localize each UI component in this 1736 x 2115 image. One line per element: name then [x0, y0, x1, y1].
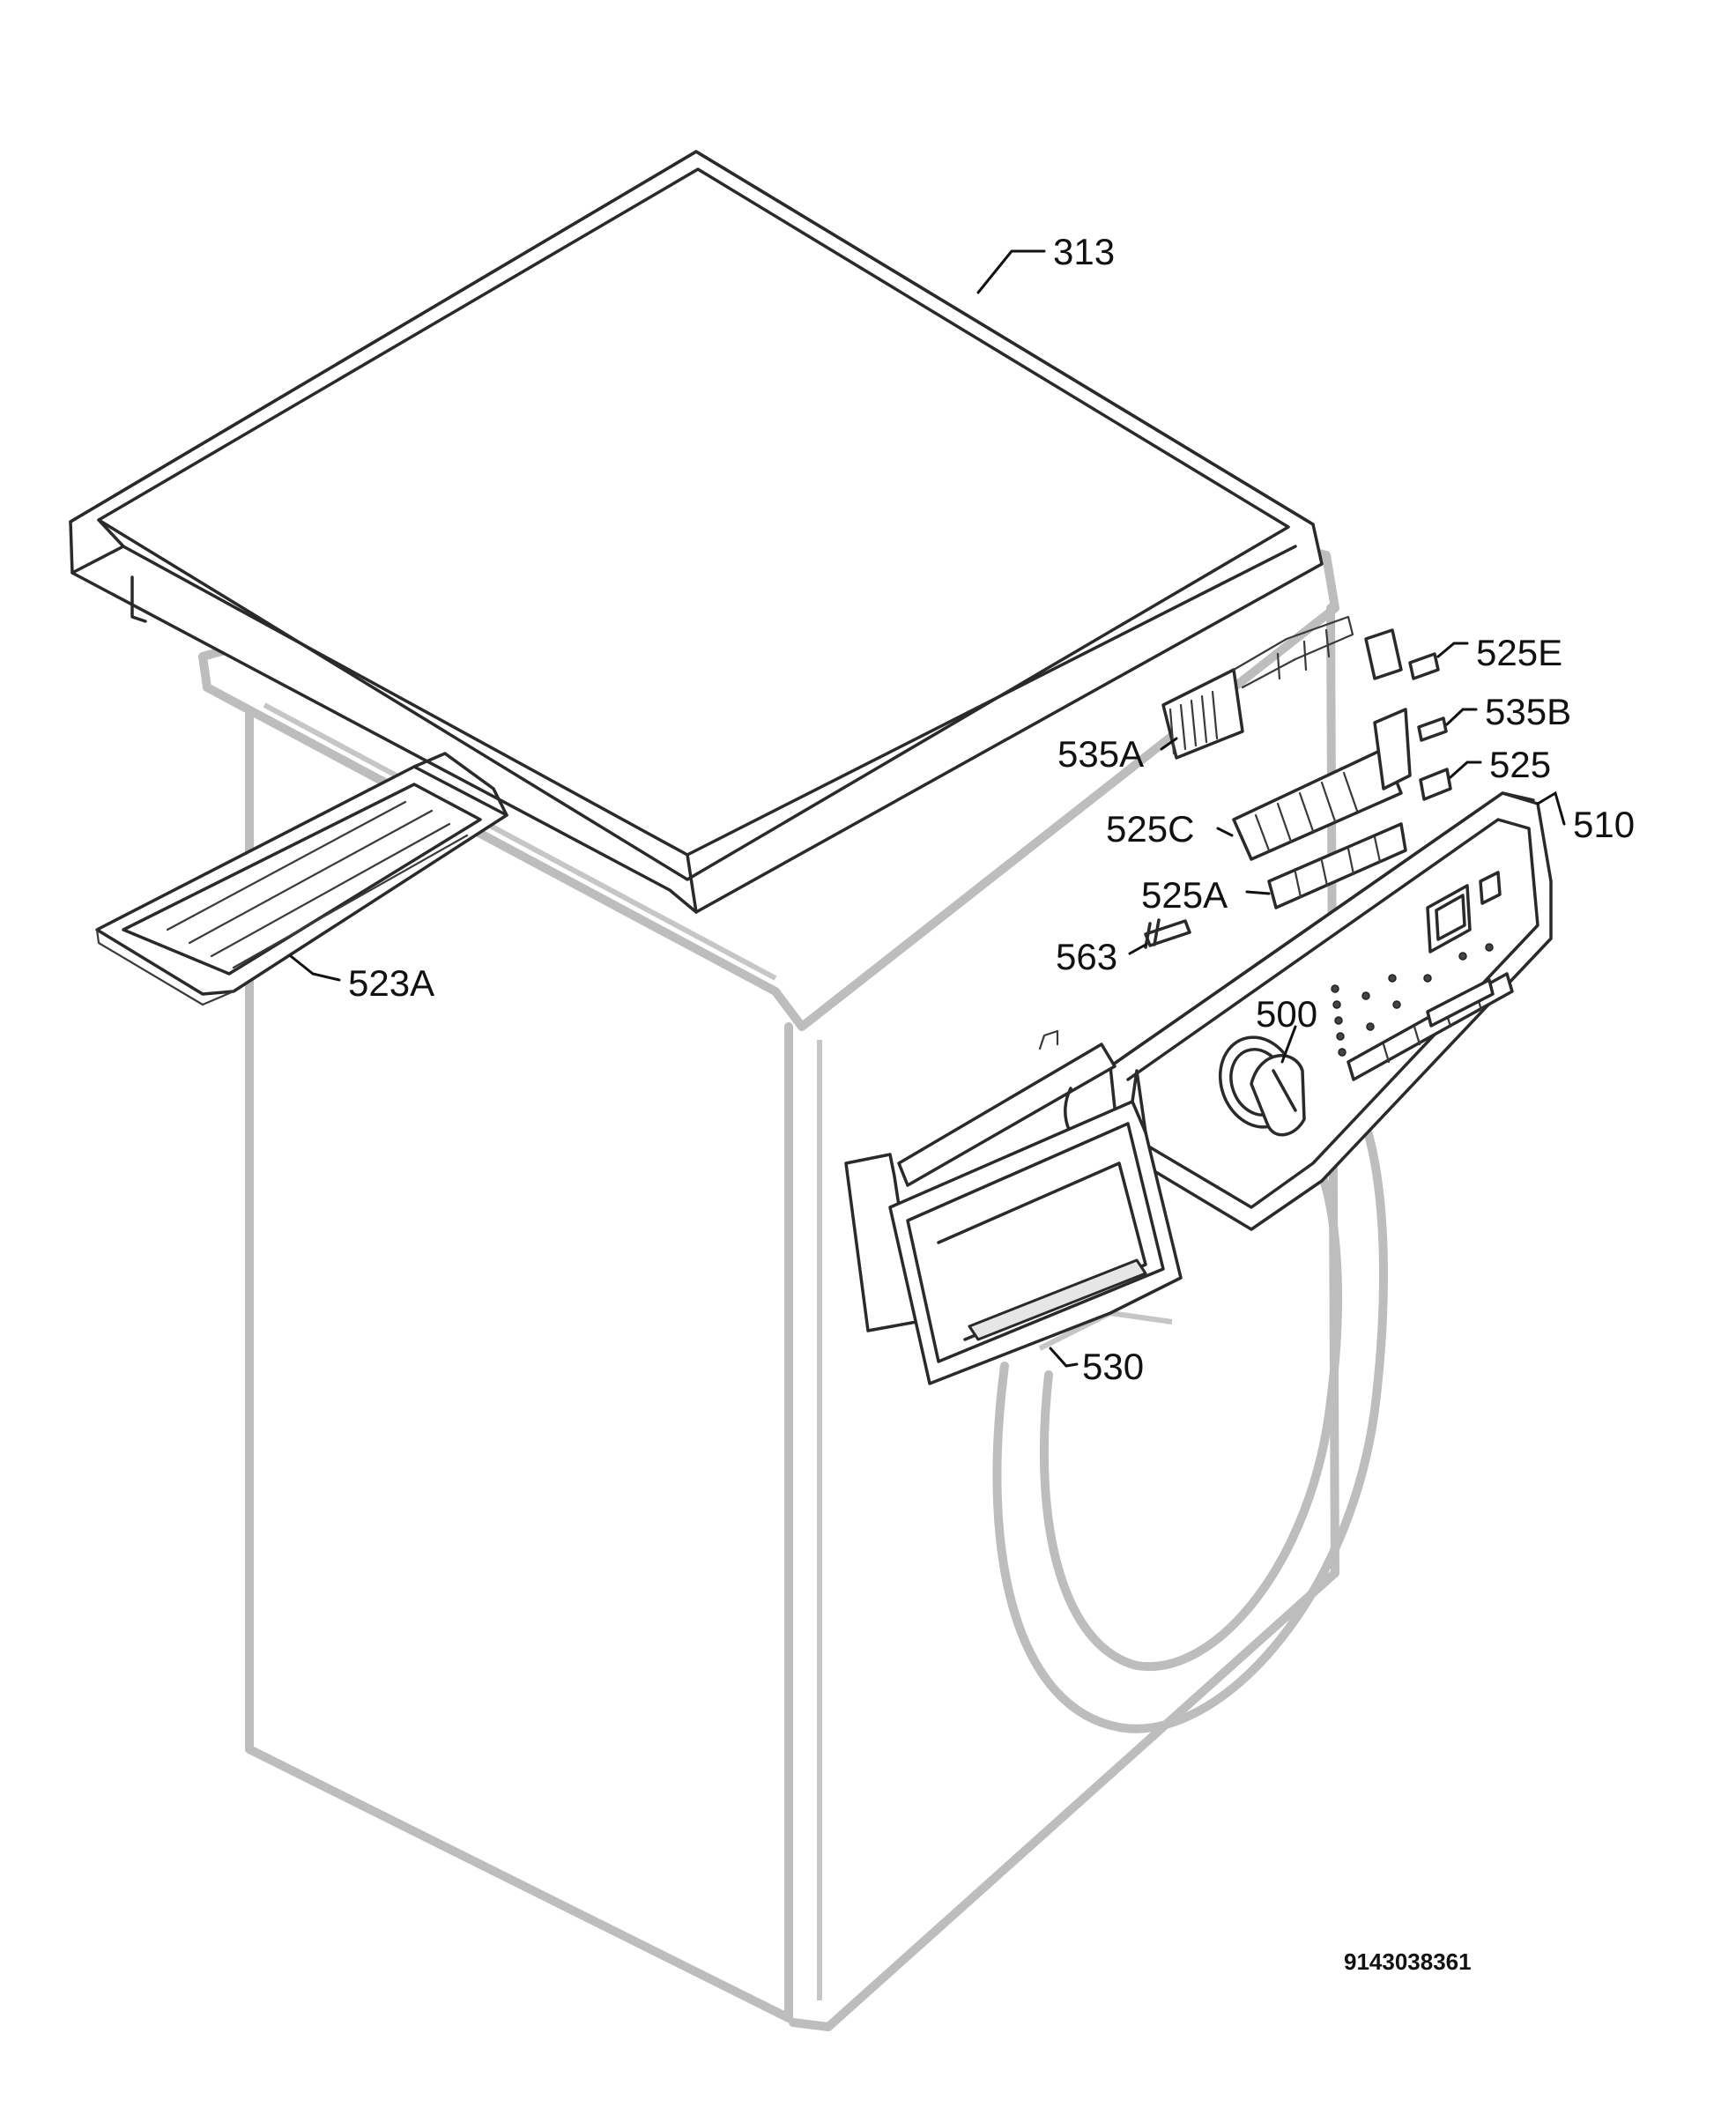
rail-part-523A: [95, 752, 508, 1006]
label-525E: 525E: [1476, 632, 1562, 673]
label-563: 563: [1056, 936, 1117, 977]
label-530: 530: [1082, 1346, 1144, 1387]
indicator-part-535B: [1417, 716, 1448, 742]
button-block-part-525C: [1232, 708, 1412, 861]
light-pipe-part-563: [1144, 918, 1191, 949]
top-lid-part-313: [69, 150, 1324, 914]
indicator-leds: [1331, 943, 1494, 1057]
leader-313: [976, 249, 1046, 294]
control-board-part-535A: [1161, 615, 1403, 760]
leader-563: [1128, 943, 1147, 955]
label-535A: 535A: [1057, 733, 1144, 775]
leader-510: [1536, 790, 1566, 826]
label-500: 500: [1256, 993, 1317, 1035]
leader-535A: [1160, 737, 1178, 751]
label-525C: 525C: [1106, 808, 1194, 850]
leader-535B: [1445, 708, 1478, 726]
label-525: 525: [1489, 744, 1551, 785]
part-labels: 313 525E 535B 525 535A 525C 510 525A 563…: [348, 231, 1635, 1387]
button-part-525: [1419, 768, 1452, 801]
detergent-drawer-part-530: [844, 1029, 1183, 1385]
label-510: 510: [1573, 804, 1635, 845]
label-525A: 525A: [1141, 874, 1228, 916]
document-number: 9143038361: [1344, 1948, 1472, 1975]
control-panel-part-510: [1109, 791, 1553, 1231]
leader-500: [1280, 1025, 1297, 1064]
label-313: 313: [1053, 231, 1115, 272]
leader-525A: [1245, 890, 1271, 895]
label-535B: 535B: [1485, 691, 1571, 732]
leader-525: [1449, 761, 1482, 779]
program-knob-part-500: [1218, 1035, 1306, 1137]
leader-523A: [289, 954, 341, 982]
leader-525E: [1436, 642, 1469, 658]
button-strip-part-525A: [1267, 822, 1407, 909]
leader-530: [1049, 1347, 1079, 1368]
label-523A: 523A: [348, 962, 434, 1004]
button-part-525E: [1408, 652, 1440, 680]
leader-525C: [1216, 827, 1234, 837]
leader-lines: [289, 249, 1566, 1368]
